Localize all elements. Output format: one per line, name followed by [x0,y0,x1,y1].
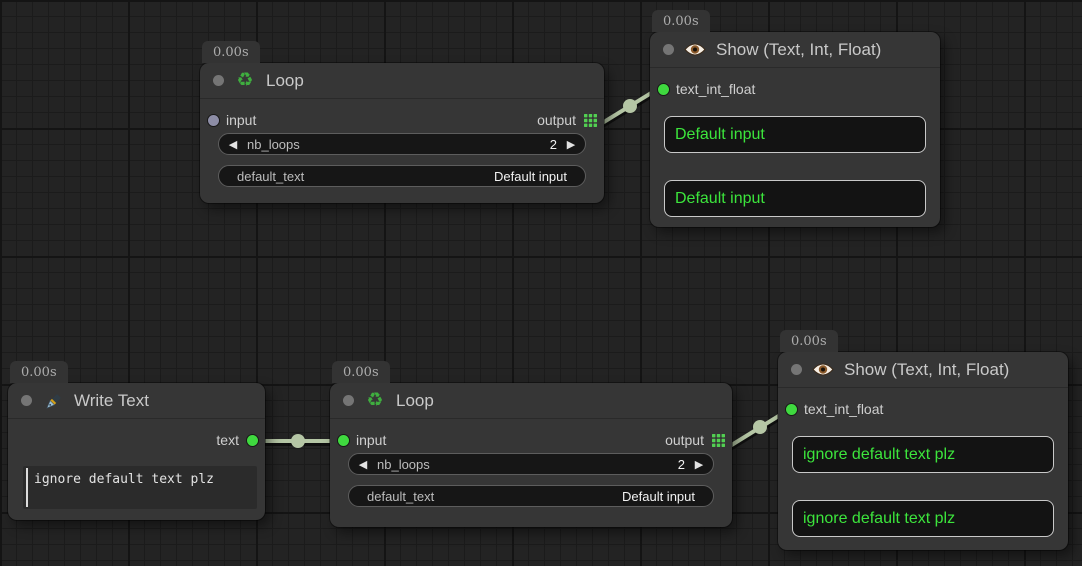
default-text-widget[interactable]: default_text Default input [218,165,586,187]
widget-value: 2 [549,136,557,152]
node-titlebar[interactable]: Show (Text, Int, Float) [650,32,940,68]
recycle-icon: ♻ [366,389,384,411]
output-text-box[interactable]: ignore default text plz [792,500,1054,537]
input-label: text_int_float [804,401,884,417]
node-loop-top[interactable]: 0.00s ♻ Loop input output ◀ nb_loops 2 ▶ [200,41,604,203]
pen-icon [42,390,64,412]
execution-time-badge: 0.00s [10,361,68,383]
text-input-area[interactable]: ignore default text plz [23,466,257,509]
collapse-dot[interactable] [213,75,224,86]
decrement-arrow-icon[interactable]: ◀ [358,457,368,471]
increment-arrow-icon[interactable]: ▶ [566,137,576,151]
recycle-icon: ♻ [236,69,254,91]
node-title: Write Text [74,390,149,410]
collapse-dot[interactable] [663,44,674,55]
output-label: output [665,432,704,448]
node-titlebar[interactable]: ♻ Loop [200,63,604,99]
decrement-arrow-icon[interactable]: ◀ [228,137,238,151]
node-titlebar[interactable]: Write Text [8,383,265,419]
grid-output-icon[interactable] [712,433,725,447]
collapse-dot[interactable] [791,364,802,375]
link-midpoint-dot[interactable] [291,434,305,448]
node-title: Loop [396,390,434,410]
node-show-top[interactable]: 0.00s Show (Text, Int, Float) text_int_f… [650,10,940,227]
grid-output-icon[interactable] [584,113,597,127]
widget-label: default_text [367,488,435,504]
increment-arrow-icon[interactable]: ▶ [694,457,704,471]
input-socket[interactable] [786,403,797,415]
link-midpoint-dot[interactable] [753,420,767,434]
nb-loops-widget[interactable]: ◀ nb_loops 2 ▶ [348,453,714,475]
link-midpoint-dot[interactable] [623,99,637,113]
wire-dots[interactable] [291,99,767,448]
widget-label: default_text [237,168,305,184]
execution-time-badge: 0.00s [202,41,260,63]
execution-time-badge: 0.00s [652,10,710,32]
execution-time-badge: 0.00s [332,361,390,383]
output-text-box[interactable]: Default input [664,180,926,217]
eye-icon [812,359,834,381]
node-loop-bottom[interactable]: 0.00s ♻ Loop input output ◀ nb_loops 2 ▶ [330,361,732,527]
node-title: Show (Text, Int, Float) [844,359,1010,379]
collapse-dot[interactable] [21,395,32,406]
node-write-text[interactable]: 0.00s Write Text text ignore d [8,361,265,520]
node-titlebar[interactable]: ♻ Loop [330,383,732,419]
input-label: text_int_float [676,81,756,97]
output-text-box[interactable]: ignore default text plz [792,436,1054,473]
node-title: Loop [266,70,304,90]
execution-time-badge: 0.00s [780,330,838,352]
output-text-box[interactable]: Default input [664,116,926,153]
node-titlebar[interactable]: Show (Text, Int, Float) [778,352,1068,388]
node-show-bottom[interactable]: 0.00s Show (Text, Int, Float) text_int_f… [778,330,1068,550]
widget-value: Default input [494,168,567,184]
collapse-dot[interactable] [343,395,354,406]
widget-value: 2 [677,456,685,472]
input-label: input [226,112,257,128]
eye-icon [684,39,706,61]
input-label: input [356,432,387,448]
widget-value: Default input [622,488,695,504]
input-socket[interactable] [208,114,219,126]
text-cursor [26,468,28,507]
output-label: text [216,432,239,448]
widget-label: nb_loops [377,456,430,472]
widget-label: nb_loops [247,136,300,152]
nb-loops-widget[interactable]: ◀ nb_loops 2 ▶ [218,133,586,155]
input-socket[interactable] [658,83,669,95]
default-text-widget[interactable]: default_text Default input [348,485,714,507]
node-title: Show (Text, Int, Float) [716,39,882,59]
output-socket[interactable] [247,434,258,446]
text-value: ignore default text plz [34,472,215,487]
input-socket[interactable] [338,434,349,446]
output-label: output [537,112,576,128]
